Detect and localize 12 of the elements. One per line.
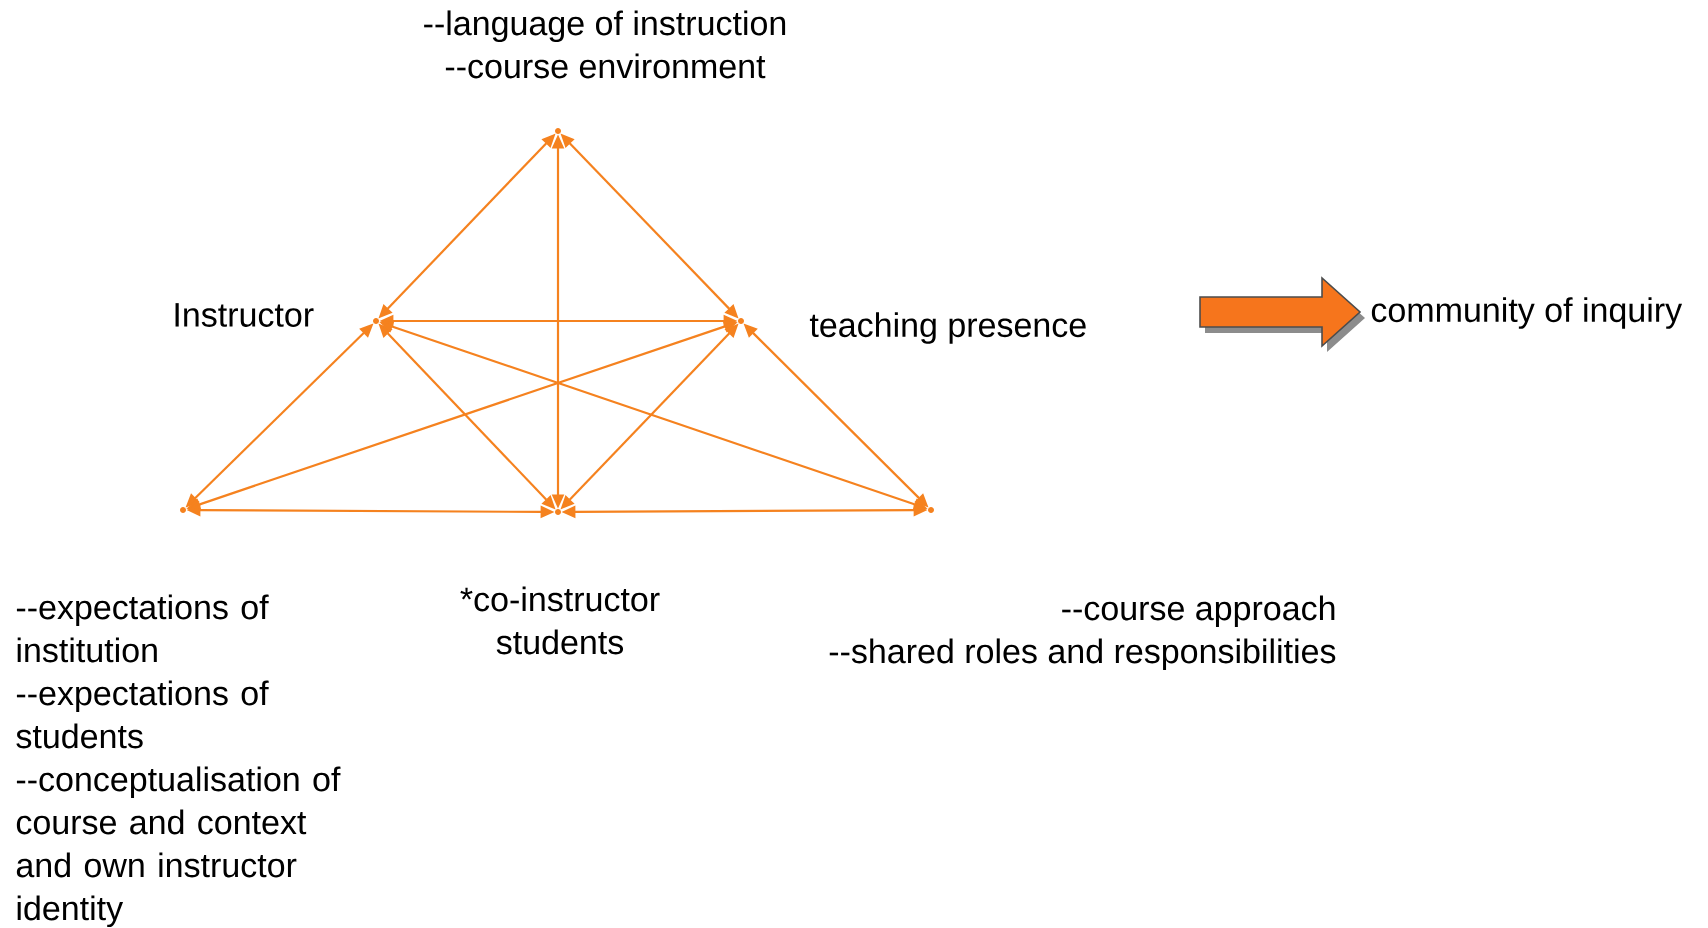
annotation-text: --shared roles and responsibilities: [829, 638, 1336, 671]
annotation-text: *co-instructor students: [460, 586, 660, 655]
annotation-text: --conceptualisation of course and context and own instructor identity: [16, 766, 341, 928]
annotation-text: Instructor: [175, 303, 314, 327]
block-arrow: [1199, 276, 1365, 352]
node-label: community of inquiry: [1371, 297, 1683, 329]
annotation-text: teaching presence: [809, 312, 1086, 344]
annotation-text: --expectations of students: [16, 680, 269, 749]
annotation-text: --expectations of institution: [16, 594, 269, 663]
annotation-text: --language of instruction: [424, 10, 786, 43]
annotation-text: --course environment: [445, 53, 766, 79]
annotation-text: --course approach: [1062, 595, 1335, 628]
